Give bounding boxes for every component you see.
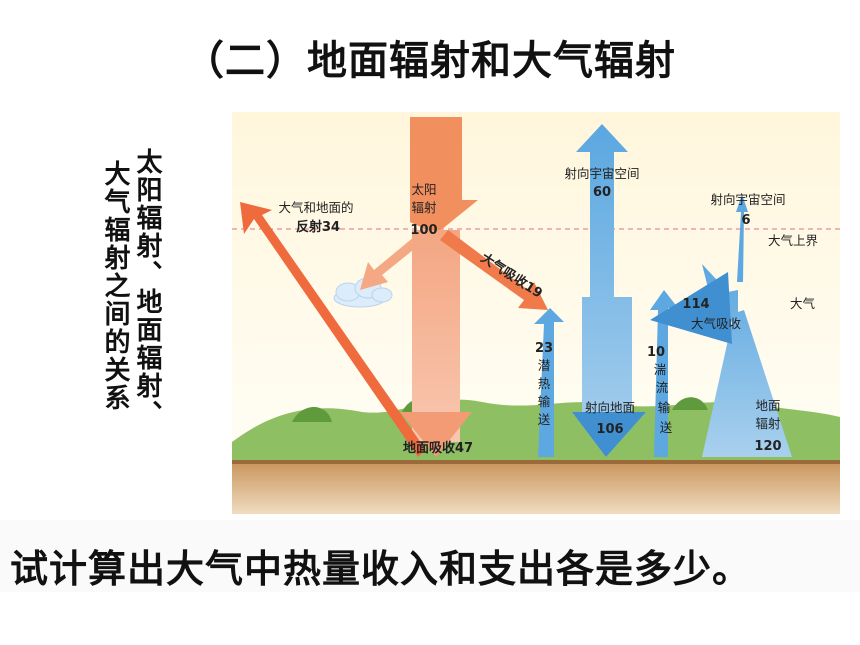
radiation-diagram: 太阳 辐射 100 大气和地面的 反射34 大气吸收19 射向宇宙空间 60 射… [232,112,840,514]
atmosphere-label: 大气 [790,296,816,311]
reflect-label-line2: 反射34 [296,219,340,235]
space-top-value: 60 [593,185,611,200]
latent-char3: 输 [538,394,551,409]
hills [232,399,840,464]
atm-top-boundary-label: 大气上界 [768,233,819,248]
question-text: 试计算出大气中热量收入和支出各是多少。 [10,547,752,591]
ground-rad-line2: 辐射 [755,416,780,431]
atm-absorb-ground-arrow [650,272,732,344]
space-radiation-arrow [572,124,646,457]
latent-heat-arrow [534,308,564,457]
to-ground-label: 射向地面 [585,400,635,415]
latent-value: 23 [535,341,553,356]
latent-char4: 送 [538,412,551,427]
ground-rad-value: 120 [754,439,781,454]
turbulent-char1: 湍 [654,362,667,377]
space-right-label: 射向宇宙空间 [710,192,785,207]
ground-line [232,460,840,464]
atm-absorb-ground-label: 大气吸收 [691,316,742,331]
latent-char2: 热 [538,376,551,391]
side-caption-col1: 太阳辐射、地面辐射、 [132,148,162,428]
solar-radiation-arrow [410,117,478,234]
solar-label-line1: 太阳 [411,182,436,197]
space-top-label: 射向宇宙空间 [564,166,639,181]
solar-label-line2: 辐射 [411,200,436,215]
cloud-reflection-arrow [360,232,428,290]
turbulent-char4: 送 [660,420,673,435]
latent-char1: 潜 [538,358,551,373]
ground-rad-line1: 地面 [755,398,780,413]
question-background [0,520,860,592]
page-title: （二）地面辐射和大气辐射 [184,38,676,84]
solar-value: 100 [410,223,437,238]
reflect-label-line1: 大气和地面的 [278,200,353,215]
to-ground-value: 106 [596,422,623,437]
turbulent-char3: 输 [658,400,671,415]
reflection-arrow [240,202,426,457]
atm-absorb-ground-value: 114 [682,297,709,312]
turbulent-value: 10 [647,345,665,360]
soil [232,462,840,514]
space-small-arrow [736,194,748,282]
atm-absorb-arrow [440,230,548,310]
ground-absorb-arrowhead [400,412,472,457]
turbulent-arrow [650,290,678,457]
solar-down-column [412,230,460,442]
ground-absorb-label: 地面吸收47 [403,440,473,456]
side-caption-col2: 大气辐射之间的关系 [100,160,130,412]
to-ground-arrowhead [572,412,646,457]
turbulent-char2: 流 [656,380,669,395]
space-right-value: 6 [741,213,750,228]
